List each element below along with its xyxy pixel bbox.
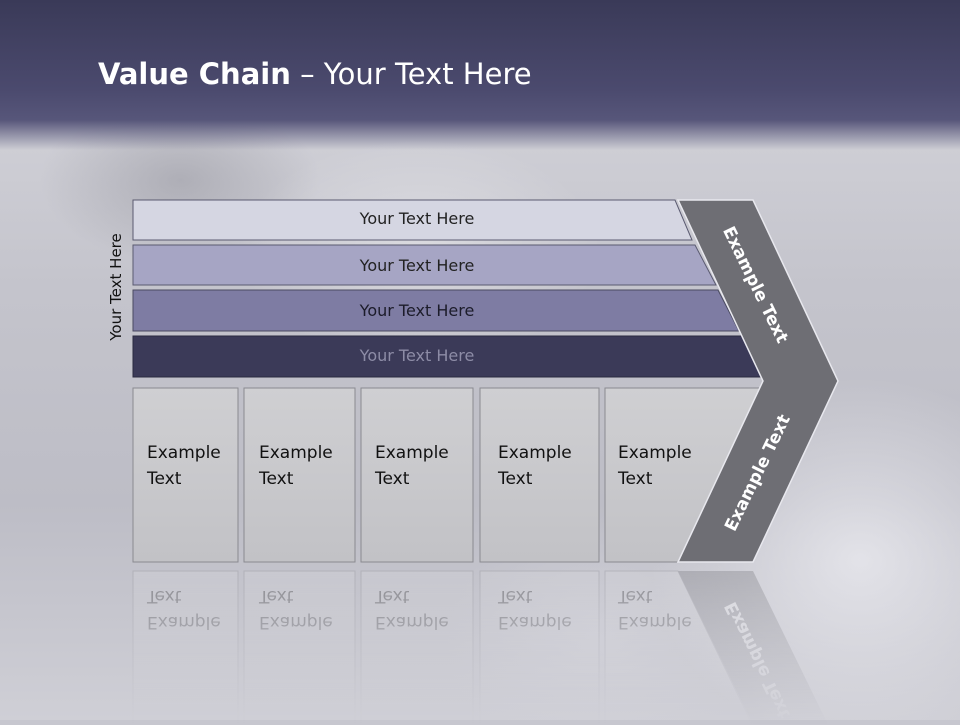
bar-3-label: Your Text Here — [359, 301, 475, 320]
reflection-box-1-line2: Text — [147, 586, 182, 606]
slide-title: Value Chain – Your Text Here — [98, 52, 532, 96]
reflection-box-1-text: Example Text — [147, 583, 221, 635]
title-band — [0, 0, 960, 150]
box-3 — [360, 387, 474, 563]
box-4-line1: Example — [498, 443, 572, 463]
bar-4-label: Your Text Here — [359, 346, 475, 365]
box-1-line1: Example — [147, 443, 221, 463]
bar-2-label: Your Text Here — [359, 256, 475, 275]
box-4 — [479, 387, 600, 563]
chevron-arrow — [676, 199, 839, 563]
reflection-shapes — [132, 570, 838, 725]
box-5-line1: Example — [618, 443, 692, 463]
reflection-box-5-text: Example Text — [618, 583, 692, 635]
box-4-line2: Text — [498, 469, 533, 489]
reflection-box-4-text: Example Text — [498, 583, 572, 635]
title-bold: Value Chain — [98, 57, 291, 91]
reflection-box-3-text: Example Text — [375, 583, 449, 635]
reflection-box-2-line1: Example — [259, 612, 333, 632]
box-3-line2: Text — [375, 469, 410, 489]
box-5-line2: Text — [618, 469, 653, 489]
reflection-box-3-line1: Example — [375, 612, 449, 632]
box-2-line1: Example — [259, 443, 333, 463]
diagram-reflection: Example Text Example Text Example Text Exam… — [0, 565, 960, 725]
box-2 — [243, 387, 356, 563]
reflection-box-2-line2: Text — [259, 586, 294, 606]
bar-1-label: Your Text Here — [359, 209, 475, 228]
box-2-line2: Text — [259, 469, 294, 489]
bar-1 — [132, 199, 693, 241]
reflection-box-5-line2: Text — [618, 586, 653, 606]
title-rest: – Your Text Here — [290, 57, 532, 91]
box-1-line2: Text — [147, 469, 182, 489]
reflection-box-1-line1: Example — [147, 612, 221, 632]
bar-2 — [132, 244, 717, 286]
reflection-box-2-text: Example Text — [259, 583, 333, 635]
reflection-box-4-line2: Text — [498, 586, 533, 606]
reflection-box-3-line2: Text — [375, 586, 410, 606]
box-3-line1: Example — [375, 443, 449, 463]
reflection-box-4-line1: Example — [498, 612, 572, 632]
reflection-box-5-line1: Example — [618, 612, 692, 632]
box-1 — [132, 387, 239, 563]
